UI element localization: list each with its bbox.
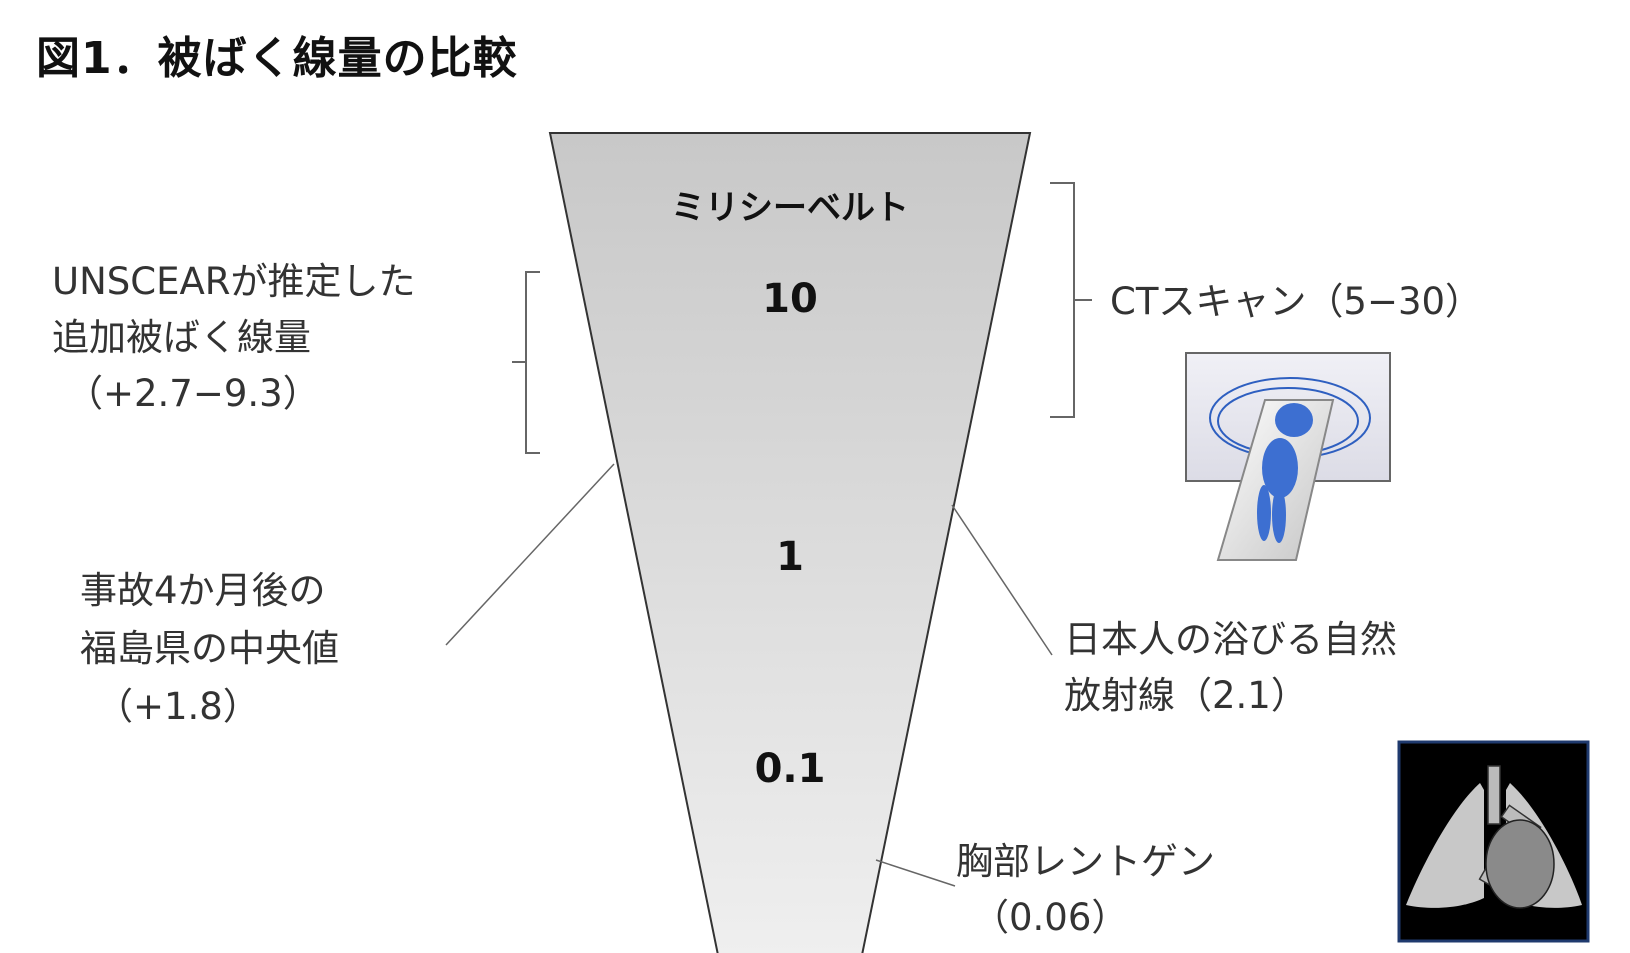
funnel-unit-label: ミリシーベルト	[671, 188, 909, 228]
chest-xray-icon	[1397, 740, 1590, 943]
funnel-tick-1: 1	[776, 534, 804, 580]
unscear-bracket	[512, 271, 540, 454]
fukushima-leader-line	[445, 463, 615, 646]
unscear-label-line-2: 追加被ばく線量	[52, 316, 311, 359]
natural-leader-line	[951, 504, 1053, 656]
xray-label-line-1: 胸部レントゲン	[956, 840, 1215, 883]
fukushima-label-line-2: 福島県の中央値	[80, 627, 339, 670]
page-title: 図1．被ばく線量の比較	[36, 33, 518, 84]
fukushima-label-line-3: （+1.8）	[96, 685, 260, 728]
ct-scanner-icon	[1185, 352, 1391, 561]
ct-label: CTスキャン（5−30）	[1110, 280, 1483, 323]
unscear-label-line-1: UNSCEARが推定した	[52, 260, 416, 303]
funnel-tick-0-1: 0.1	[754, 746, 826, 792]
natural-label-line-2: 放射線（2.1）	[1064, 674, 1308, 717]
natural-label-line-1: 日本人の浴びる自然	[1064, 618, 1397, 661]
dose-funnel	[548, 132, 1032, 953]
ct-bracket	[1050, 182, 1092, 418]
xray-leader-line	[875, 859, 956, 887]
xray-label-line-2: （0.06）	[972, 896, 1129, 939]
fukushima-label-line-1: 事故4か月後の	[80, 569, 326, 612]
funnel-tick-10: 10	[762, 276, 818, 322]
unscear-label-line-3: （+2.7−9.3）	[66, 372, 320, 415]
